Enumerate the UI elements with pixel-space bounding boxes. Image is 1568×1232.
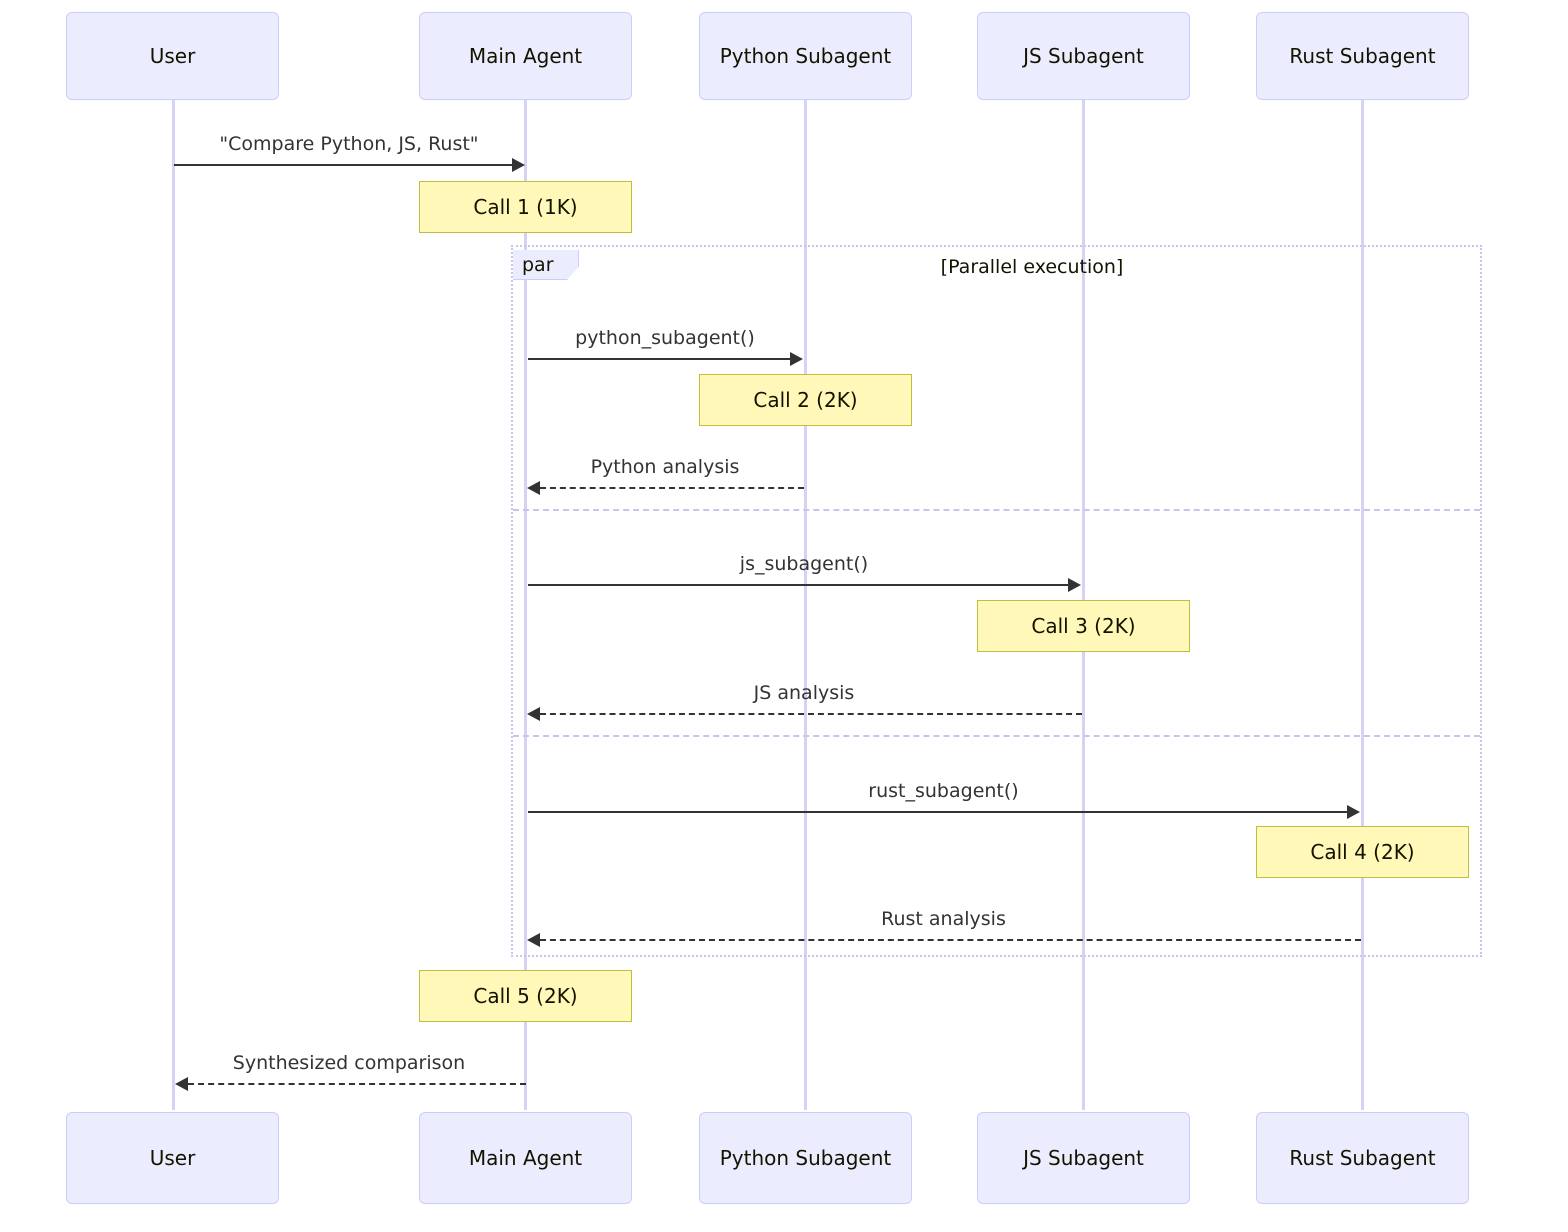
participant-label: User (149, 44, 196, 68)
lifeline-python-subagent (804, 100, 807, 1110)
message-label-rust-analysis: Rust analysis (881, 908, 1006, 930)
note-call-4: Call 4 (2K) (1256, 826, 1469, 878)
participant-python-subagent-top[interactable]: Python Subagent (699, 12, 912, 100)
message-arrow-js-analysis (540, 713, 1082, 715)
participant-main-agent-top[interactable]: Main Agent (419, 12, 632, 100)
note-label: Call 4 (2K) (1310, 840, 1415, 864)
message-label-compare-request: "Compare Python, JS, Rust" (219, 133, 479, 155)
participant-user-top[interactable]: User (66, 12, 279, 100)
message-arrow-js-subagent-call (528, 584, 1069, 586)
message-arrow-python-analysis (540, 487, 804, 489)
arrowhead-left-icon (175, 1077, 188, 1091)
lifeline-main-agent (524, 100, 527, 1110)
message-label-python-subagent-call: python_subagent() (575, 327, 755, 349)
parallel-section-divider-1 (513, 509, 1480, 511)
message-arrow-rust-analysis (540, 939, 1361, 941)
parallel-section-divider-2 (513, 735, 1480, 737)
participant-label: Python Subagent (719, 44, 892, 68)
participant-main-agent-bottom[interactable]: Main Agent (419, 1112, 632, 1204)
message-label-python-analysis: Python analysis (590, 456, 740, 478)
participant-label: Main Agent (468, 44, 583, 68)
arrowhead-right-icon (1068, 578, 1081, 592)
note-label: Call 2 (2K) (753, 388, 858, 412)
participant-js-subagent-bottom[interactable]: JS Subagent (977, 1112, 1190, 1204)
parallel-fragment (511, 245, 1482, 957)
parallel-fragment-title: [Parallel execution] (940, 256, 1124, 278)
lifeline-user (172, 100, 175, 1110)
participant-js-subagent-top[interactable]: JS Subagent (977, 12, 1190, 100)
message-arrow-compare-request (174, 164, 513, 166)
message-label-js-subagent-call: js_subagent() (739, 553, 869, 575)
arrowhead-right-icon (790, 352, 803, 366)
message-label-synthesized-comparison: Synthesized comparison (232, 1052, 466, 1074)
participant-label: JS Subagent (1023, 44, 1144, 68)
participant-rust-subagent-bottom[interactable]: Rust Subagent (1256, 1112, 1469, 1204)
message-arrow-rust-subagent-call (528, 811, 1348, 813)
arrowhead-right-icon (512, 158, 525, 172)
message-label-js-analysis: JS analysis (753, 682, 855, 704)
lifeline-rust-subagent (1361, 100, 1364, 1110)
participant-label: Main Agent (468, 1146, 583, 1170)
participant-label: Rust Subagent (1289, 1146, 1436, 1170)
note-call-5: Call 5 (2K) (419, 970, 632, 1022)
parallel-fragment-keyword: par (513, 250, 579, 280)
note-label: Call 5 (2K) (473, 984, 578, 1008)
note-call-2: Call 2 (2K) (699, 374, 912, 426)
participant-python-subagent-bottom[interactable]: Python Subagent (699, 1112, 912, 1204)
participant-label: Python Subagent (719, 1146, 892, 1170)
arrowhead-left-icon (527, 933, 540, 947)
message-arrow-synthesized-comparison (188, 1083, 526, 1085)
participant-label: Rust Subagent (1289, 44, 1436, 68)
note-label: Call 1 (1K) (473, 195, 578, 219)
participant-label: User (149, 1146, 196, 1170)
note-call-3: Call 3 (2K) (977, 600, 1190, 652)
participant-rust-subagent-top[interactable]: Rust Subagent (1256, 12, 1469, 100)
note-label: Call 3 (2K) (1031, 614, 1136, 638)
note-call-1: Call 1 (1K) (419, 181, 632, 233)
arrowhead-left-icon (527, 481, 540, 495)
message-label-rust-subagent-call: rust_subagent() (868, 780, 1019, 802)
message-arrow-python-subagent-call (528, 358, 791, 360)
participant-label: JS Subagent (1023, 1146, 1144, 1170)
participant-user-bottom[interactable]: User (66, 1112, 279, 1204)
arrowhead-left-icon (527, 707, 540, 721)
arrowhead-right-icon (1347, 805, 1360, 819)
